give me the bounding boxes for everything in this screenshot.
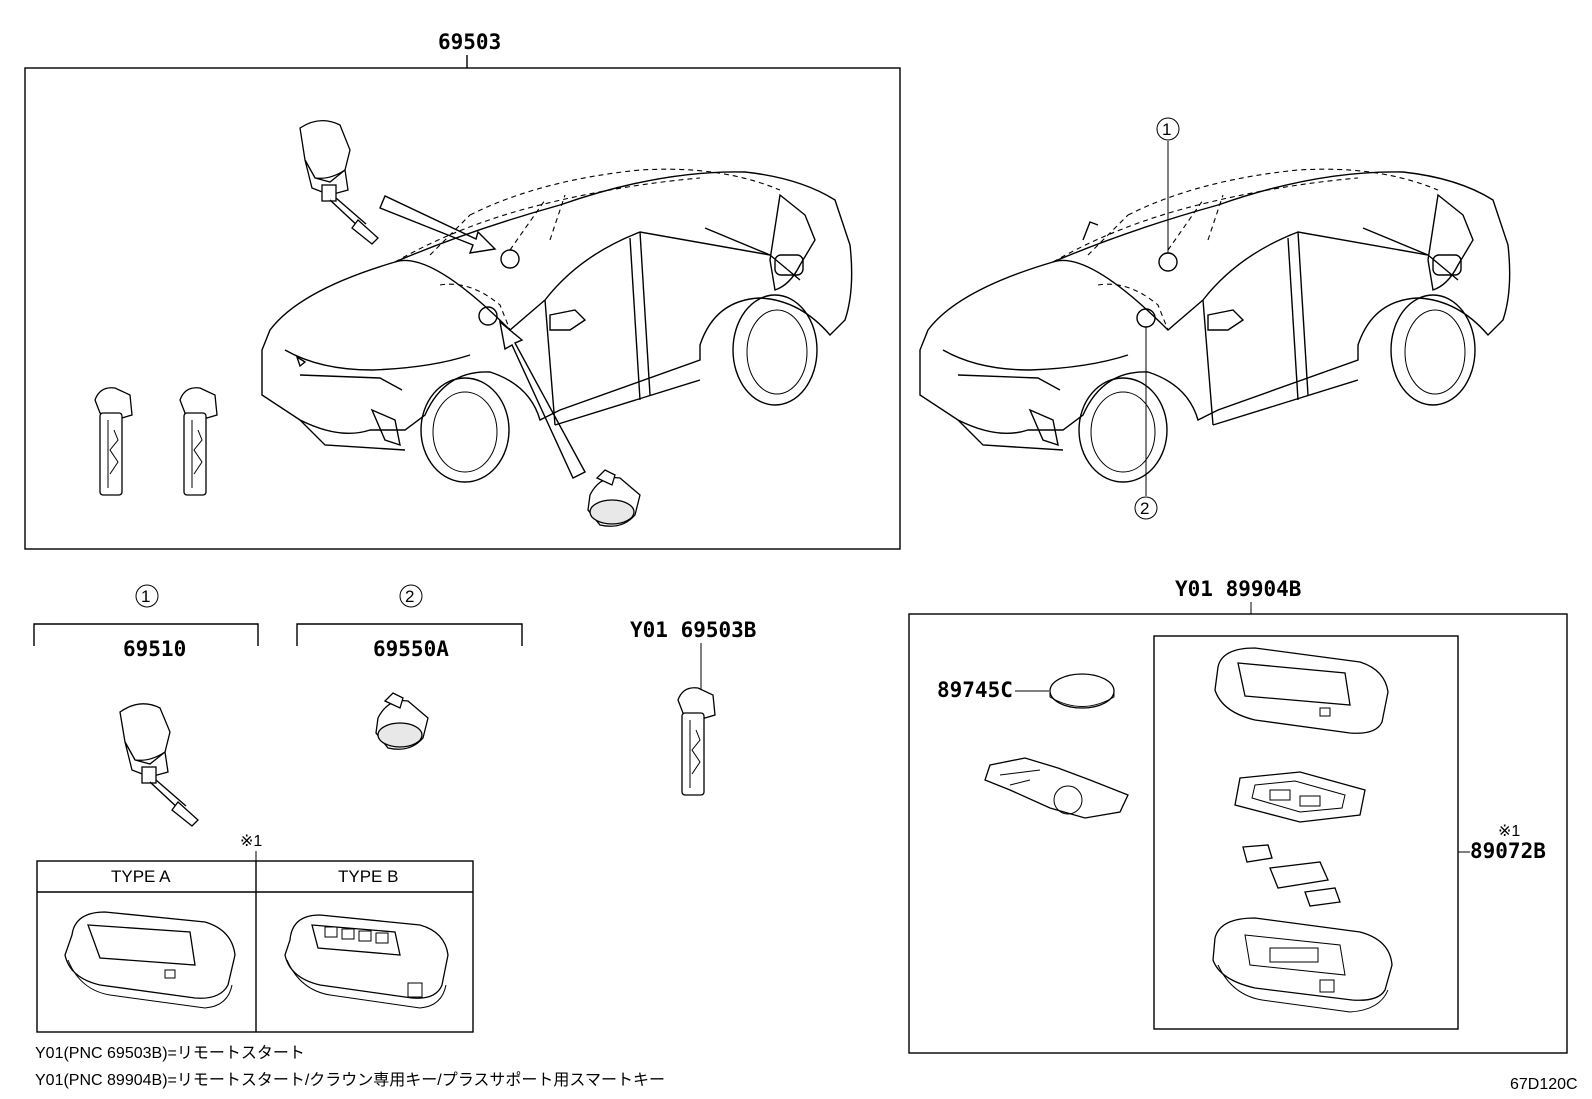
- mechanical-key-1-icon: [94, 387, 133, 496]
- car-illustration-right: 1 2: [919, 117, 1511, 520]
- footnote-2: Y01(PNC 89904B)=リモートスタート/クラウン専用キー/プラスサポー…: [35, 1071, 665, 1089]
- smart-key-case-box: [1153, 635, 1459, 1030]
- assembly-69503-group: 69503: [24, 30, 901, 550]
- part-69550a-group: 2 69550A: [296, 584, 523, 750]
- location-marker-2: [478, 306, 498, 326]
- door-lock-cylinder-part-icon: [119, 703, 199, 827]
- label-69503[interactable]: 69503: [438, 30, 501, 54]
- ignition-cylinder-part-icon: [375, 692, 429, 750]
- ref-1-top: 1: [1162, 120, 1171, 139]
- location-marker-1: [500, 249, 520, 269]
- mechanical-key-2-icon: [179, 387, 218, 496]
- part-69503b-group: Y01 69503B: [630, 618, 756, 796]
- car-illustration-left: [261, 168, 853, 483]
- table-header-type-a: TYPE A: [111, 867, 171, 886]
- door-lock-cylinder-icon: [299, 120, 379, 245]
- smart-key-button-pad-icon: [1242, 844, 1341, 907]
- smart-key-kit-box: [908, 613, 1568, 1054]
- label-89904b[interactable]: Y01 89904B: [1175, 577, 1301, 601]
- coin-battery-icon: [1049, 673, 1115, 709]
- mechanical-key-part-icon: [677, 687, 716, 796]
- part-89904b-group: Y01 89904B 89745C: [908, 577, 1568, 1054]
- smart-key-top-cover-icon: [1214, 647, 1389, 734]
- label-69510[interactable]: 69510: [123, 637, 186, 661]
- location-marker-r1: [1158, 252, 1178, 272]
- smart-key-inner-frame-icon: [1234, 771, 1366, 823]
- ignition-cylinder-icon: [587, 469, 641, 527]
- location-marker-r2: [1136, 308, 1156, 328]
- label-89072b[interactable]: 89072B: [1470, 839, 1546, 863]
- label-89745c[interactable]: 89745C: [937, 678, 1013, 702]
- circuit-board-icon: [984, 757, 1129, 819]
- smart-key-type-a-icon: [64, 911, 236, 1009]
- table-note-mark: ※1: [240, 833, 262, 850]
- smart-key-bottom-case-icon: [1212, 917, 1393, 1013]
- smart-key-type-b-icon: [284, 914, 449, 1009]
- note-mark-89072b: ※1: [1498, 823, 1520, 840]
- table-header-type-b: TYPE B: [338, 867, 398, 886]
- label-69550a[interactable]: 69550A: [373, 637, 449, 661]
- svg-text:1: 1: [141, 587, 150, 606]
- footnote-1: Y01(PNC 69503B)=リモートスタート: [35, 1044, 305, 1062]
- pointer-arrows: [379, 195, 586, 479]
- key-type-table: ※1 TYPE A TYPE B: [36, 833, 474, 1033]
- part-69510-group: 1 69510: [33, 584, 259, 827]
- assembly-box: [24, 67, 901, 550]
- diagram-code: 67D120C: [1510, 1076, 1578, 1093]
- svg-text:2: 2: [405, 587, 414, 606]
- ref-2-bottom: 2: [1140, 499, 1149, 518]
- label-69503b[interactable]: Y01 69503B: [630, 618, 756, 642]
